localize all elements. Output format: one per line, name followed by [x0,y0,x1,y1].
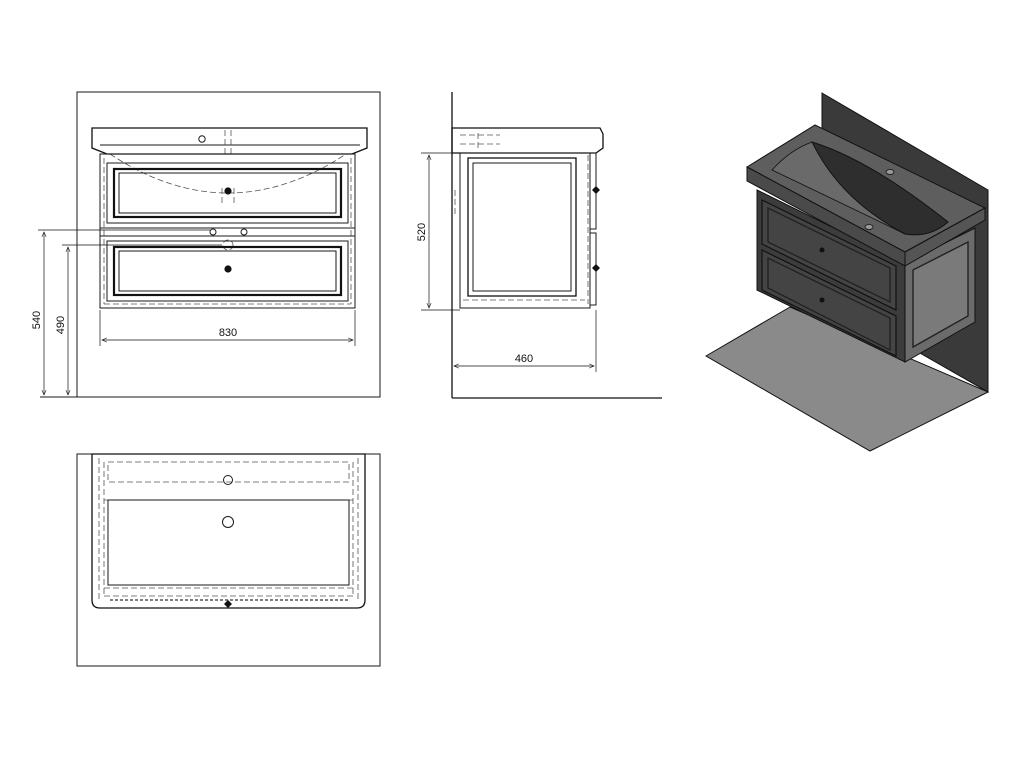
side-view: 520 460 [416,92,662,399]
upper-drawer-front [106,162,349,224]
front-view: 830 540 490 [31,91,381,398]
top-view [76,453,381,667]
lower-drawer-front [106,240,349,302]
side-panel [467,157,577,297]
top-drain-hole [222,516,234,528]
iso-tap-hole [885,169,895,175]
iso-lower-drawer [761,249,897,357]
lower-drawer-knob [224,265,232,273]
side-lower-knob [592,264,600,272]
tap-hole [198,135,206,143]
upper-drawer-knob [224,187,232,195]
height-cabinet-dimension-label: 490 [55,316,67,334]
siphon-hidden [222,239,234,251]
iso-drain [864,224,874,230]
wall-outline [76,91,381,398]
side-cabinet-body [459,152,591,309]
top-view-frame [76,453,381,667]
iso-basin-side-edge [904,207,986,267]
iso-upper-knob [819,247,825,253]
iso-floor [705,306,990,452]
top-tap-hole [223,475,233,485]
side-depth-dimension-label: 460 [515,353,533,365]
iso-lower-knob [819,297,825,303]
isometric-view [705,92,990,452]
side-height-dimension-label: 520 [416,223,428,241]
top-basin-outline [91,453,366,609]
lower-drawer-panel [112,245,343,297]
cabinet-body [99,153,356,309]
height-total-dimension-label: 540 [31,311,43,329]
width-dimension-label: 830 [219,327,237,339]
upper-drawer-panel [112,167,343,219]
top-knob [224,600,232,608]
side-upper-knob [592,186,600,194]
basin-top [91,127,368,155]
iso-upper-drawer [761,199,897,311]
top-bowl-outline [107,499,350,586]
side-basin-top [451,127,604,154]
